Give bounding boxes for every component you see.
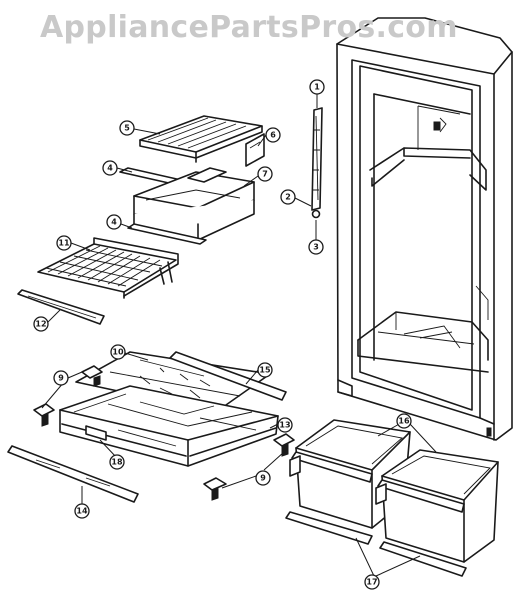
part-6-bracket (245, 133, 265, 167)
callout-17: 17 (364, 574, 380, 590)
callout-15: 15 (257, 362, 273, 378)
callout-12: 12 (33, 316, 49, 332)
svg-text:4: 4 (107, 164, 113, 173)
svg-text:3: 3 (313, 243, 319, 252)
svg-text:9: 9 (260, 474, 266, 483)
part-13-cover-frame (59, 385, 279, 467)
svg-text:12: 12 (35, 320, 46, 329)
svg-text:5: 5 (124, 124, 130, 133)
callout-4-upper: 4 (102, 160, 118, 176)
part-4-lower-rail (127, 223, 207, 245)
callout-5: 5 (119, 120, 135, 136)
part-9-clip-left (33, 403, 55, 427)
callout-16: 16 (396, 413, 412, 429)
svg-text:16: 16 (398, 417, 410, 426)
svg-text:14: 14 (76, 507, 88, 516)
part-12-trim (17, 289, 105, 325)
shelf-11-wire (37, 237, 179, 299)
callout-11: 11 (56, 235, 72, 251)
callout-14: 14 (74, 503, 90, 519)
part-1-side-rail (311, 107, 323, 219)
part-9-clip-upper (81, 365, 103, 387)
callout-13: 13 (277, 417, 293, 433)
callout-2: 2 (280, 189, 296, 205)
part-14-strip (7, 445, 139, 503)
callout-9-left: 9 (53, 370, 69, 386)
callout-6: 6 (265, 127, 281, 143)
part-9-clip-right-1 (273, 433, 295, 457)
svg-text:13: 13 (279, 421, 290, 430)
leader-lines (41, 128, 437, 577)
svg-text:11: 11 (58, 239, 70, 248)
callout-3: 3 (308, 239, 324, 255)
svg-text:15: 15 (259, 366, 271, 375)
part-9-clip-right-2 (203, 477, 227, 501)
svg-text:4: 4 (111, 218, 117, 227)
svg-text:10: 10 (112, 348, 124, 357)
svg-text:9: 9 (58, 374, 64, 383)
callout-9-right: 9 (255, 470, 271, 486)
svg-text:17: 17 (366, 578, 377, 587)
svg-text:1: 1 (314, 83, 320, 92)
shelf-5 (139, 115, 263, 163)
svg-text:2: 2 (285, 193, 291, 202)
callout-4-lower: 4 (106, 214, 122, 230)
callout-18: 18 (109, 454, 125, 470)
crisper-drawer-right (375, 449, 499, 563)
part-17-strip-right (379, 541, 467, 577)
refrigerator-cabinet (336, 17, 513, 441)
watermark-text: AppliancePartsPros.com (40, 10, 458, 45)
callout-10: 10 (110, 344, 126, 360)
part-15-strip (169, 351, 287, 401)
svg-text:6: 6 (270, 131, 276, 140)
svg-text:18: 18 (111, 458, 123, 467)
svg-text:7: 7 (262, 170, 268, 179)
callout-7: 7 (257, 166, 273, 182)
part-17-strip-left (285, 511, 373, 545)
callout-1: 1 (309, 79, 325, 95)
